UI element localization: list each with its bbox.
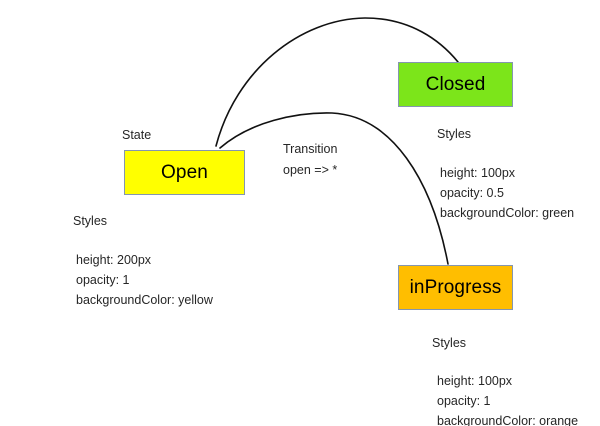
style-line: opacity: 1 (437, 394, 491, 408)
style-line: backgroundColor: green (440, 206, 575, 220)
transition-expression: open => * (283, 163, 338, 177)
styles-heading-inprogress: Styles (432, 336, 467, 350)
styles-heading-open: Styles (73, 214, 108, 228)
style-line: opacity: 0.5 (440, 186, 504, 200)
style-line: opacity: 1 (76, 273, 130, 287)
state-node-inprogress-label: inProgress (409, 276, 502, 298)
state-node-open[interactable]: Open (124, 150, 245, 195)
state-node-closed-label: Closed (425, 73, 486, 95)
state-caption: State (122, 128, 152, 142)
styles-list-open: height: 200px opacity: 1 backgroundColor… (76, 250, 213, 310)
styles-list-inprogress: height: 100px opacity: 1 backgroundColor… (437, 371, 578, 426)
state-node-closed[interactable]: Closed (398, 62, 513, 107)
style-line: backgroundColor: orange (437, 414, 579, 426)
style-line: height: 100px (437, 374, 513, 388)
transition-caption: Transition (283, 142, 338, 156)
style-line: height: 200px (76, 253, 152, 267)
state-node-open-label: Open (161, 161, 208, 183)
transition-label: Transition open => * (283, 139, 337, 181)
style-line: height: 100px (440, 166, 516, 180)
styles-heading-closed: Styles (437, 127, 472, 141)
styles-list-closed: height: 100px opacity: 0.5 backgroundCol… (440, 163, 574, 223)
edge-open-to-inprogress (219, 112, 449, 265)
style-line: backgroundColor: yellow (76, 293, 213, 307)
state-node-inprogress[interactable]: inProgress (398, 265, 513, 310)
